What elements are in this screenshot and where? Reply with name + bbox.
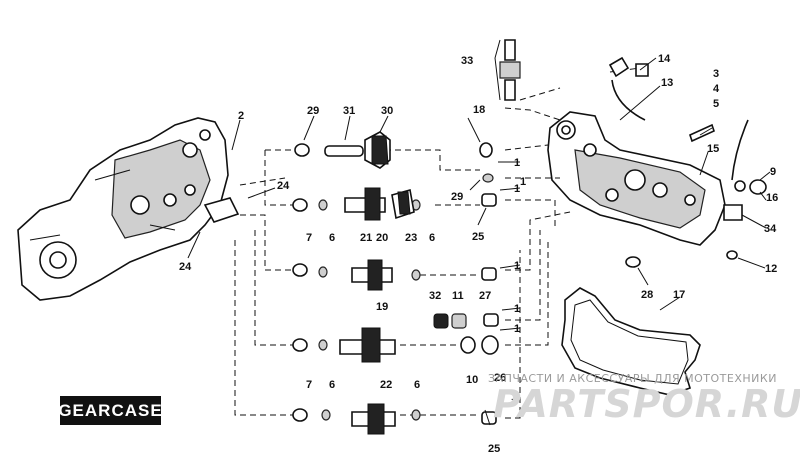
gears xyxy=(324,131,499,435)
callout-32: 32 xyxy=(429,290,441,302)
leader-lines xyxy=(187,39,771,426)
callout-24: 24 xyxy=(179,261,192,273)
callout-9: 9 xyxy=(770,166,776,178)
gearcase-tag: GEARCASE xyxy=(58,396,162,425)
callout-30: 30 xyxy=(381,105,393,117)
callout-25: 25 xyxy=(472,231,484,243)
callout-25: 25 xyxy=(488,443,500,455)
callout-18: 18 xyxy=(473,104,485,116)
callout-1: 1 xyxy=(514,157,520,169)
callout-2: 2 xyxy=(238,110,244,122)
callout-6: 6 xyxy=(329,379,335,391)
callout-28: 28 xyxy=(641,289,653,301)
assembly-lines xyxy=(234,67,641,419)
callout-23: 23 xyxy=(405,232,417,244)
callout-1: 1 xyxy=(520,176,526,188)
callout-16: 16 xyxy=(766,192,778,204)
callout-1: 1 xyxy=(514,303,520,315)
callout-13: 13 xyxy=(661,77,673,89)
callout-22: 22 xyxy=(380,379,392,391)
callout-3: 3 xyxy=(713,68,719,80)
callout-6: 6 xyxy=(414,379,420,391)
gearcase-cover xyxy=(547,111,726,246)
callout-5: 5 xyxy=(713,98,719,110)
callout-6: 6 xyxy=(329,232,335,244)
callout-15: 15 xyxy=(707,143,719,155)
callout-29: 29 xyxy=(307,105,319,117)
callout-34: 34 xyxy=(764,223,777,235)
crankcase-left xyxy=(17,117,240,301)
callout-11: 11 xyxy=(452,290,464,302)
callout-21: 21 xyxy=(360,232,372,244)
callout-17: 17 xyxy=(673,289,685,301)
callout-labels: 18 1 1 1 1 1 1 1 2 3 4 5 6 6 6 6 7 7 9 1… xyxy=(179,53,778,455)
left-column-parts xyxy=(292,143,421,422)
right-column-parts xyxy=(479,39,767,425)
callout-7: 7 xyxy=(306,232,312,244)
callout-6: 6 xyxy=(429,232,435,244)
callout-1: 1 xyxy=(514,183,520,195)
watermark-logo: PARTSPOR.RU xyxy=(493,382,800,426)
callout-29: 29 xyxy=(451,191,463,203)
callout-31: 31 xyxy=(343,105,355,117)
callout-12: 12 xyxy=(765,263,777,275)
callout-1: 1 xyxy=(511,391,517,403)
callout-26: 26 xyxy=(494,372,506,384)
callout-24: 24 xyxy=(277,180,290,192)
callout-7: 7 xyxy=(306,379,312,391)
callout-19: 19 xyxy=(376,301,388,313)
gasket xyxy=(561,287,701,396)
callout-33: 33 xyxy=(461,55,473,67)
callout-1: 1 xyxy=(514,260,520,272)
watermark-caption: ЗАПЧАСТИ И АКСЕССУАРЫ ДЛЯ МОТОТЕХНИКИ xyxy=(488,372,777,385)
callout-14: 14 xyxy=(658,53,671,65)
callout-20: 20 xyxy=(376,232,388,244)
callout-1: 1 xyxy=(514,323,520,335)
callout-27: 27 xyxy=(479,290,491,302)
callout-4: 4 xyxy=(713,83,720,95)
callout-10: 10 xyxy=(466,374,478,386)
